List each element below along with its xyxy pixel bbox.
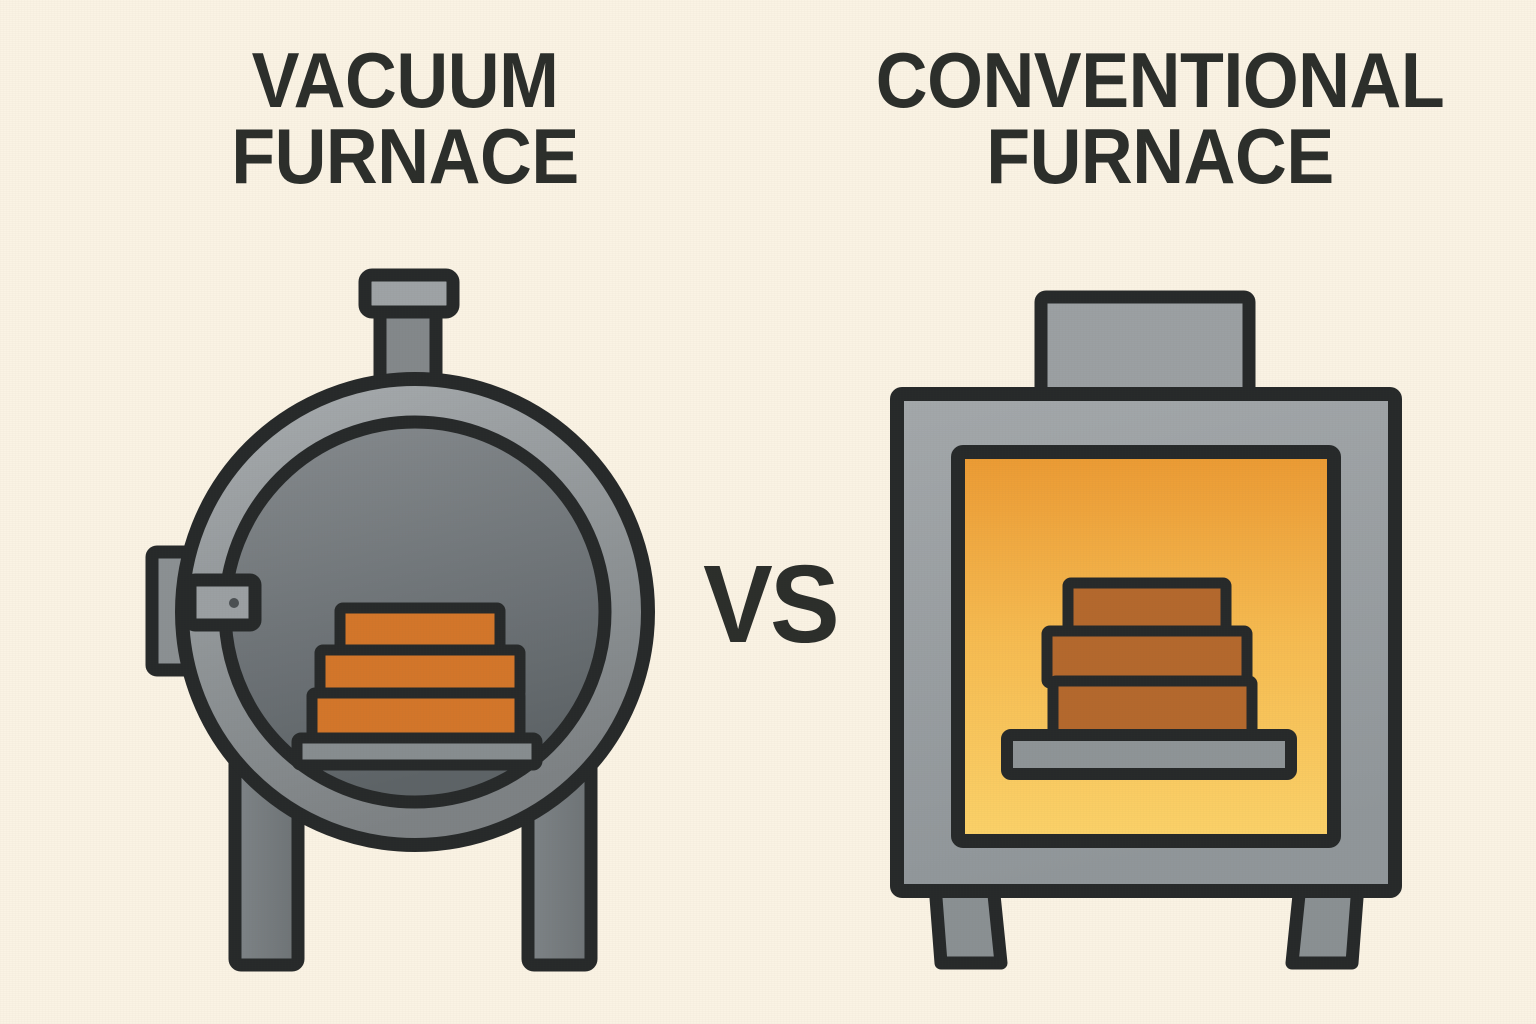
vacuum-furnace bbox=[145, 268, 655, 972]
workpiece-block-middle bbox=[1041, 625, 1253, 689]
versus-label: VS bbox=[703, 543, 840, 666]
workpiece-block-bottom bbox=[1047, 675, 1258, 742]
latch-bolt-icon bbox=[229, 598, 239, 608]
conventional-workpiece-stack bbox=[1041, 577, 1258, 742]
conventional-furnace-title: CONVENTIONAL FURNACE bbox=[875, 36, 1445, 201]
door-latch-bar-icon bbox=[183, 573, 262, 632]
conventional-load-tray bbox=[1001, 729, 1297, 780]
vacuum-load-tray bbox=[291, 732, 543, 771]
vacuum-furnace-title: VACUUM FURNACE bbox=[231, 36, 579, 201]
vacuum-port-cap-icon bbox=[358, 268, 460, 319]
conventional-furnace bbox=[890, 290, 1402, 970]
vacuum-workpiece-stack bbox=[306, 602, 526, 747]
